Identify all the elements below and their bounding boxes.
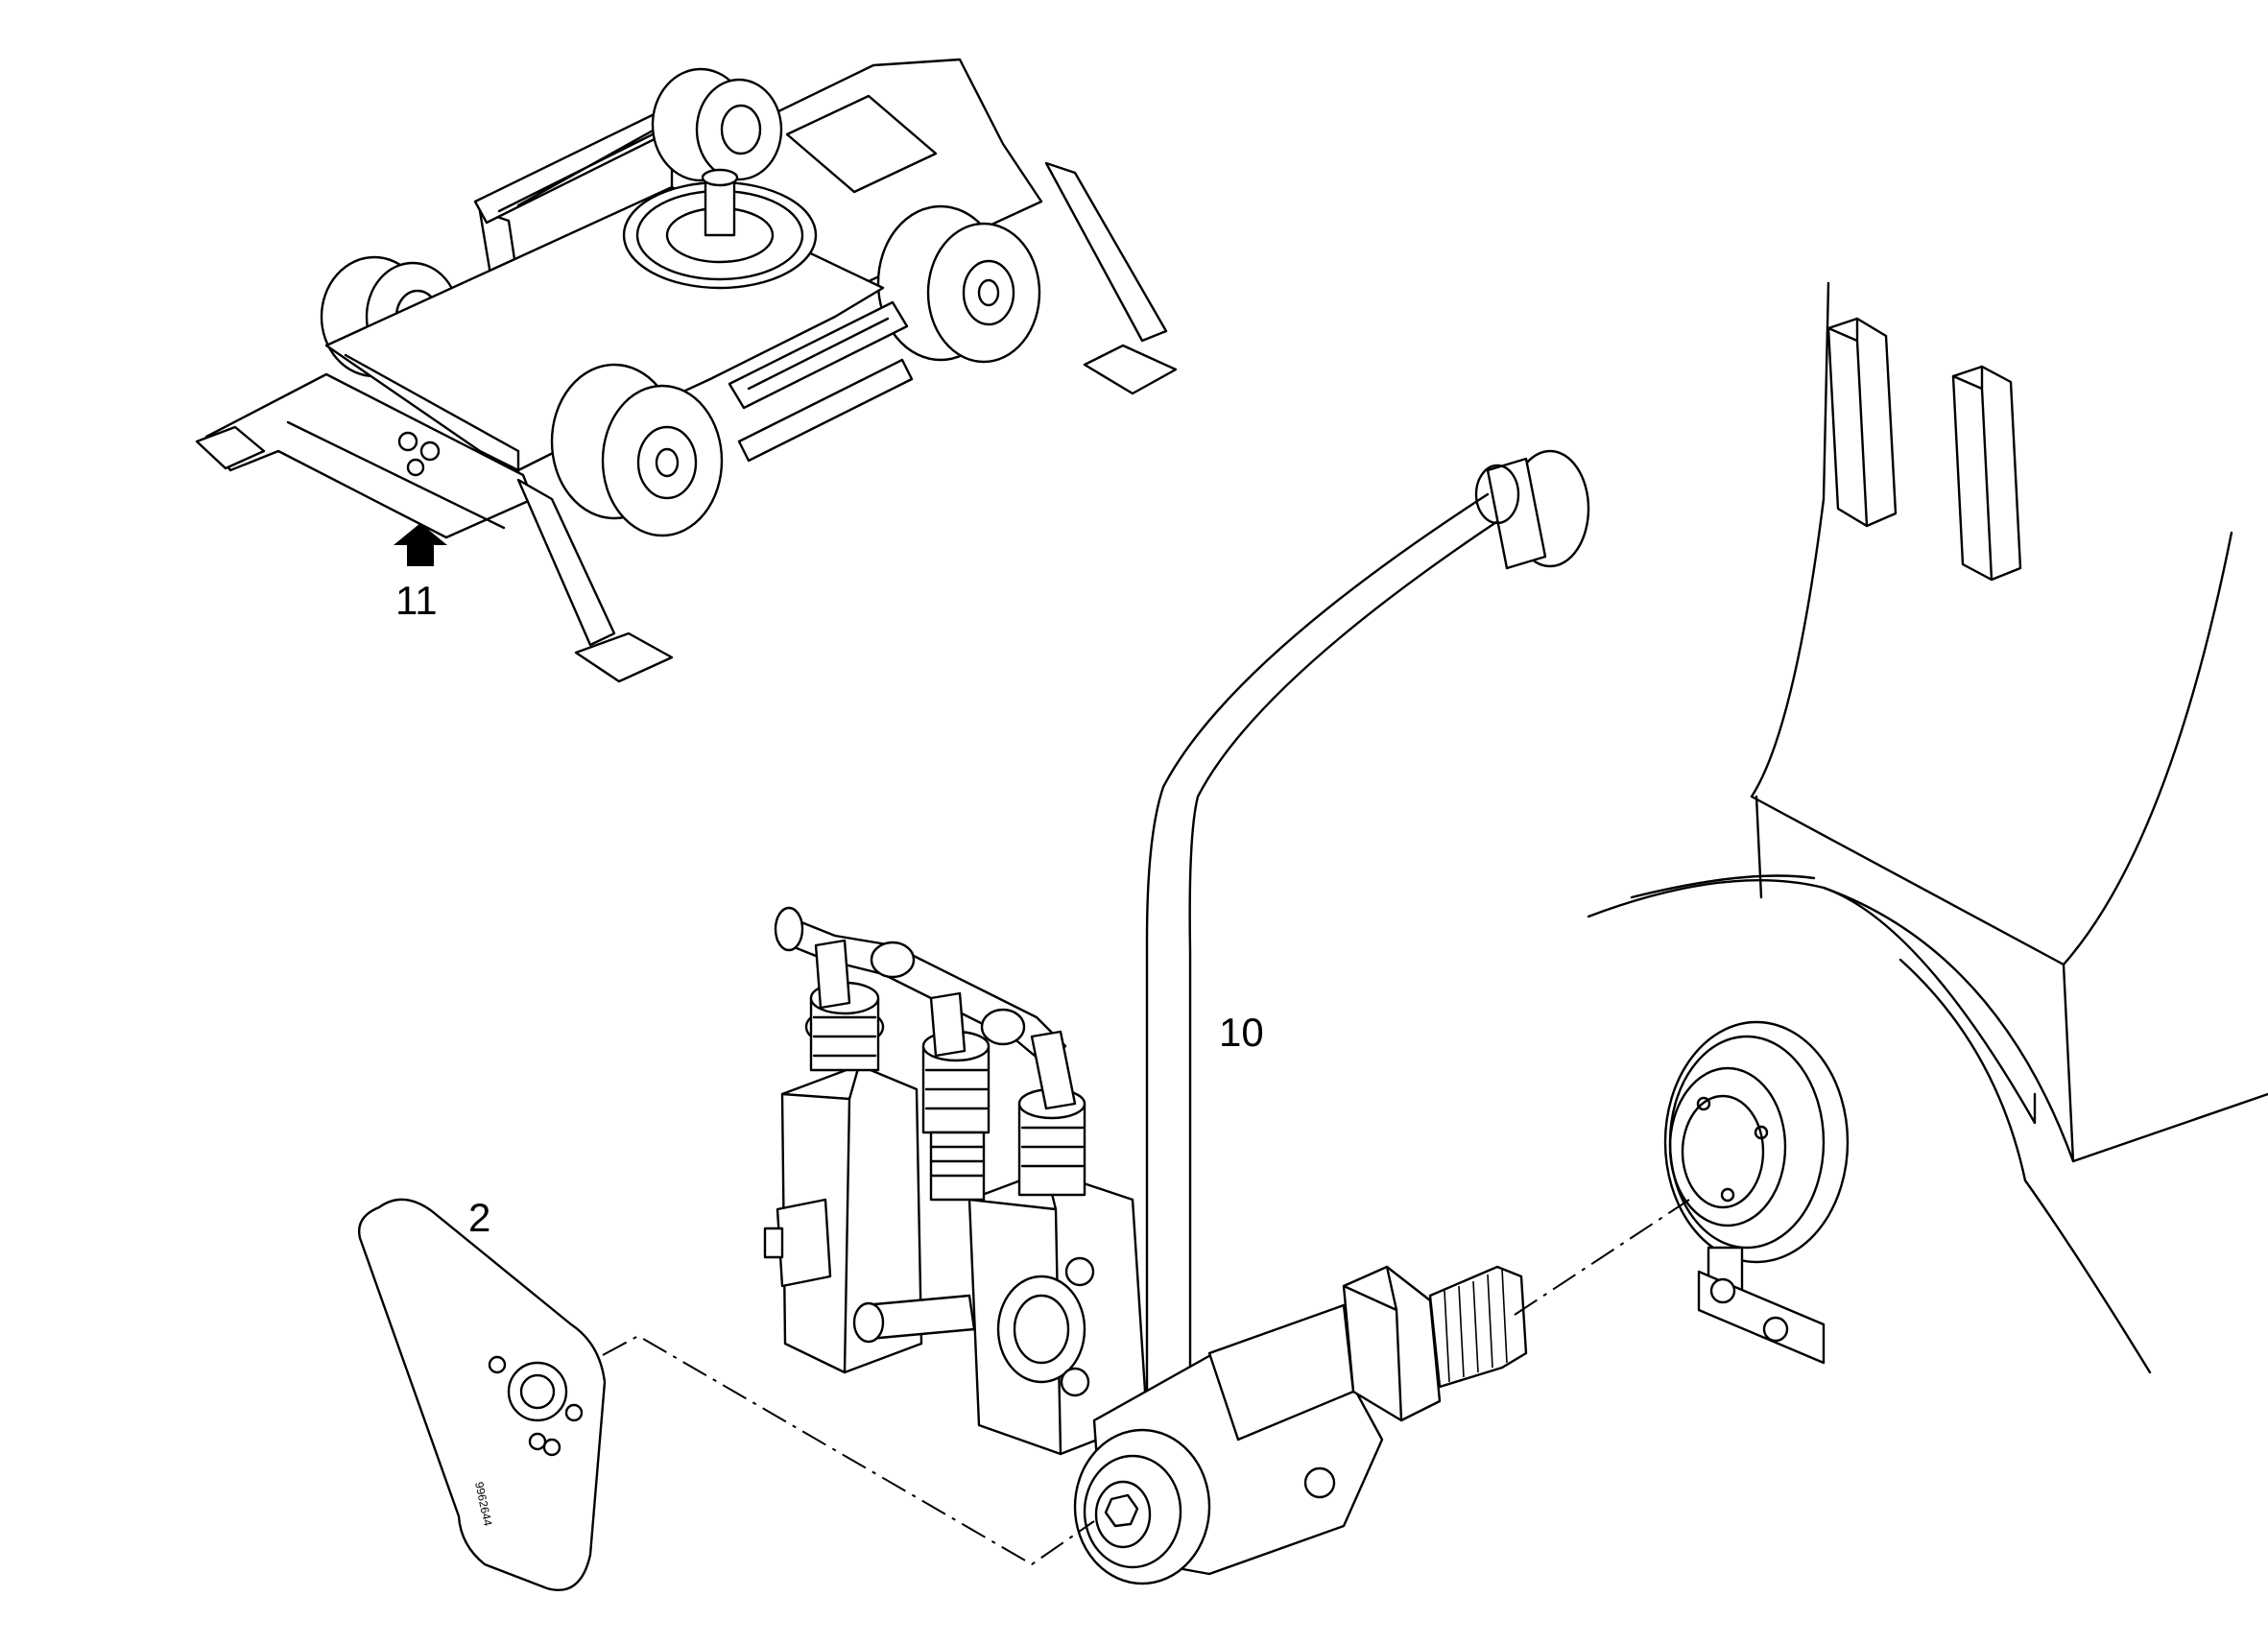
view-arrow (394, 523, 447, 566)
foot-front (574, 631, 674, 683)
slewing-ring (622, 168, 818, 290)
wheel-rear-right (651, 67, 783, 182)
plate-hole-4 (542, 1438, 561, 1457)
solenoid-connector (776, 1198, 832, 1288)
front-frame (204, 372, 535, 539)
engine-hatch (785, 94, 938, 194)
callout-2: 2 (468, 1195, 491, 1240)
plate-hole-2 (564, 1403, 584, 1422)
frame-structure (1587, 281, 2268, 1374)
wheel-front-left (550, 363, 724, 537)
plate-hole-1 (488, 1355, 507, 1374)
wheel-front-right (876, 204, 1041, 364)
rotary-flange (1663, 1020, 1850, 1365)
tube-assembly (1143, 449, 1590, 1410)
plate (358, 1198, 607, 1591)
foot-rear-right (1083, 344, 1178, 395)
fitting-2 (921, 1030, 991, 1202)
outrigger-rear-right (1044, 161, 1168, 343)
fitting-1 (804, 981, 885, 1072)
alignment-line-flange (1514, 1199, 1690, 1316)
threaded-stub (1428, 1265, 1528, 1389)
plate-center-hole (507, 1361, 568, 1422)
callout-11: 11 (395, 578, 438, 623)
alignment-line-plate (602, 1334, 1095, 1566)
foot-front-left (195, 425, 266, 470)
plate-part: 9962644 (358, 1198, 607, 1591)
front-leg (516, 478, 616, 647)
step-rail-front (728, 300, 914, 463)
valve-assembly (763, 906, 1149, 1456)
callout-10: 10 (1219, 1010, 1264, 1055)
machine-overview (195, 58, 1178, 683)
plate-hole-3 (528, 1432, 547, 1451)
swivel-bolt-head (1104, 1493, 1139, 1528)
swivel-fitting (1073, 1265, 1528, 1585)
swivel-end (1073, 1428, 1211, 1585)
